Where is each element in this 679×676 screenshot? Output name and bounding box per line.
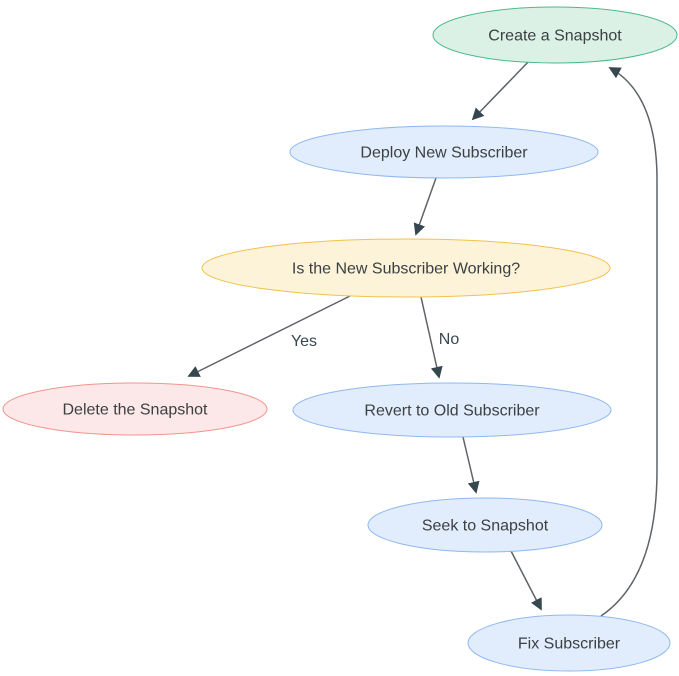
edge-label-yes: Yes (291, 333, 317, 350)
edge-deploy_new_subscriber-to-is_working (413, 177, 437, 236)
node-create-snapshot: Create a Snapshot (432, 6, 678, 64)
node-shape-is-working (201, 238, 611, 298)
node-shape-seek-to-snapshot (367, 497, 603, 553)
node-delete-snapshot: Delete the Snapshot (2, 382, 268, 436)
edge-labels-layer: Yes No (291, 331, 459, 350)
edge-seek_to_snapshot-to-fix_subscriber (510, 550, 542, 611)
node-shape-create-snapshot (432, 6, 678, 64)
edge-is_working-to-revert_old_subscriber (420, 296, 443, 379)
node-fix-subscriber: Fix Subscriber (467, 614, 671, 672)
node-seek-to-snapshot: Seek to Snapshot (367, 497, 603, 553)
node-deploy-new-subscriber: Deploy New Subscriber (289, 125, 599, 179)
edge-revert_old_subscriber-to-seek_to_snapshot (462, 436, 480, 494)
node-shape-revert-old-subscriber (292, 382, 612, 438)
node-shape-fix-subscriber (467, 614, 671, 672)
node-shape-deploy-new-subscriber (289, 125, 599, 179)
node-is-working: Is the New Subscriber Working? (201, 238, 611, 298)
edge-label-no: No (439, 331, 460, 348)
edges-layer (187, 59, 658, 617)
node-shape-delete-snapshot (2, 382, 268, 436)
edge-create_snapshot-to-deploy_new_subscriber (471, 59, 531, 121)
edge-fix_subscriber-to-create_snapshot (600, 67, 658, 617)
edge-is_working-to-delete_snapshot (187, 295, 351, 377)
node-revert-old-subscriber: Revert to Old Subscriber (292, 382, 612, 438)
